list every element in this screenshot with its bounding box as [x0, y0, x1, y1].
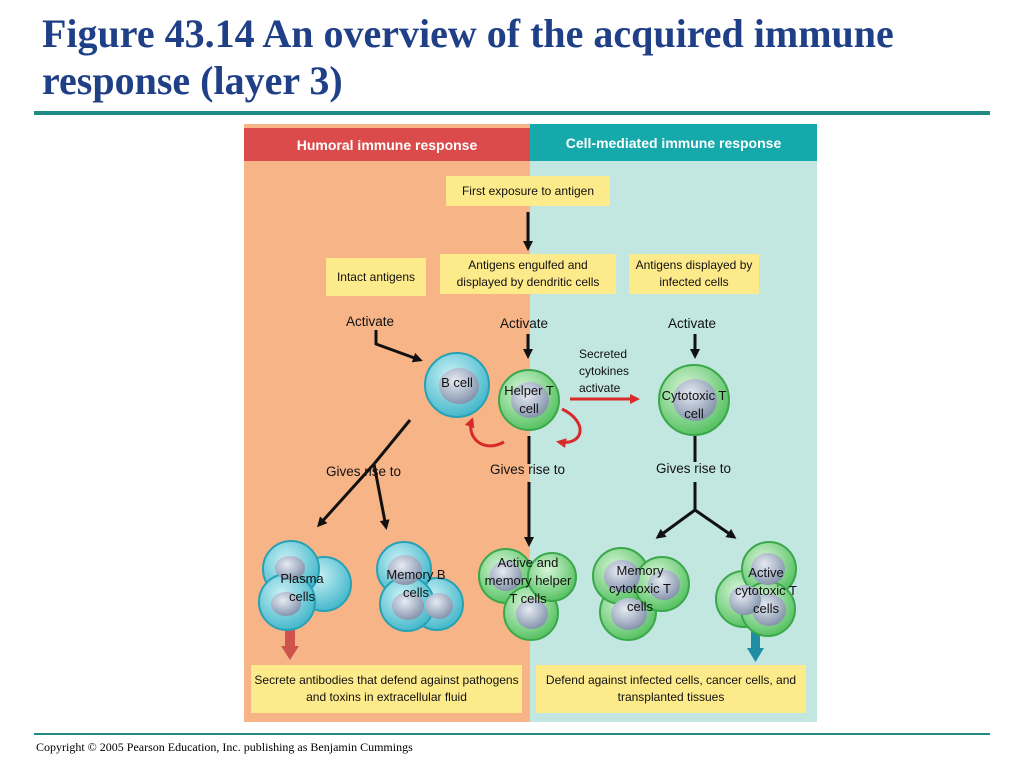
diagram-art	[258, 212, 797, 662]
gives-rise-label-cytotoxic: Gives rise to	[656, 461, 732, 476]
cell-mediated-header: Cell-mediated immune response	[530, 124, 817, 161]
memory-cytotoxic-t-cells	[592, 547, 690, 641]
activate-label-helper: Activate	[500, 316, 549, 331]
secreted-cytokines-label: Secreted cytokines activate	[579, 347, 630, 395]
activate-label-humoral: Activate	[346, 314, 395, 329]
memory-cytotoxic-t-cells-label: Memory cytotoxic T cells	[609, 563, 671, 614]
gives-rise-label-helper: Gives rise to	[490, 462, 566, 477]
b-cell-label: B cell	[441, 375, 473, 390]
activate-label-cytotoxic: Activate	[668, 316, 717, 331]
defend-box: Defend against infected cells, cancer ce…	[536, 665, 806, 713]
immune-response-figure: Humoral immune response Cell-mediated im…	[244, 124, 817, 722]
active-memory-helper-t-cells	[478, 548, 577, 641]
output-arrows	[281, 628, 764, 662]
memory-b-cells-label: Memory B cells	[386, 567, 446, 600]
memory-b-cells	[376, 541, 464, 632]
helper-t-cell	[498, 369, 560, 431]
active-cytotoxic-t-cells-label: Active cytotoxic T cells	[735, 565, 797, 616]
copyright-text: Copyright © 2005 Pearson Education, Inc.…	[36, 740, 413, 754]
plasma-cells	[258, 540, 352, 631]
infected-cells-box: Antigens displayed by infected cells	[629, 254, 759, 294]
active-cytotoxic-t-cells	[715, 541, 797, 637]
gives-rise-label-humoral: Gives rise to	[326, 464, 402, 479]
plasma-cells-label: Plasma cells	[280, 571, 324, 604]
flow-arrows	[316, 212, 737, 547]
humoral-header: Humoral immune response	[244, 128, 530, 161]
secrete-antibodies-box: Secrete antibodies that defend against p…	[251, 665, 522, 713]
active-memory-helper-t-cells-label: Active and memory helper T cells	[484, 555, 572, 606]
cytokine-arrows	[464, 394, 640, 449]
cytotoxic-t-cell-label: Cytotoxic T cell	[661, 388, 727, 421]
helper-t-cell-label: Helper T cell	[504, 383, 554, 416]
title-divider	[34, 111, 990, 115]
intact-antigens-box: Intact antigens	[326, 258, 426, 296]
b-cell	[424, 352, 490, 418]
footer-divider	[34, 733, 990, 735]
engulfed-antigens-box: Antigens engulfed and displayed by dendr…	[440, 254, 616, 294]
slide-title: Figure 43.14 An overview of the acquired…	[42, 11, 894, 103]
cytotoxic-t-cell	[658, 364, 730, 436]
first-exposure-box: First exposure to antigen	[446, 176, 610, 206]
